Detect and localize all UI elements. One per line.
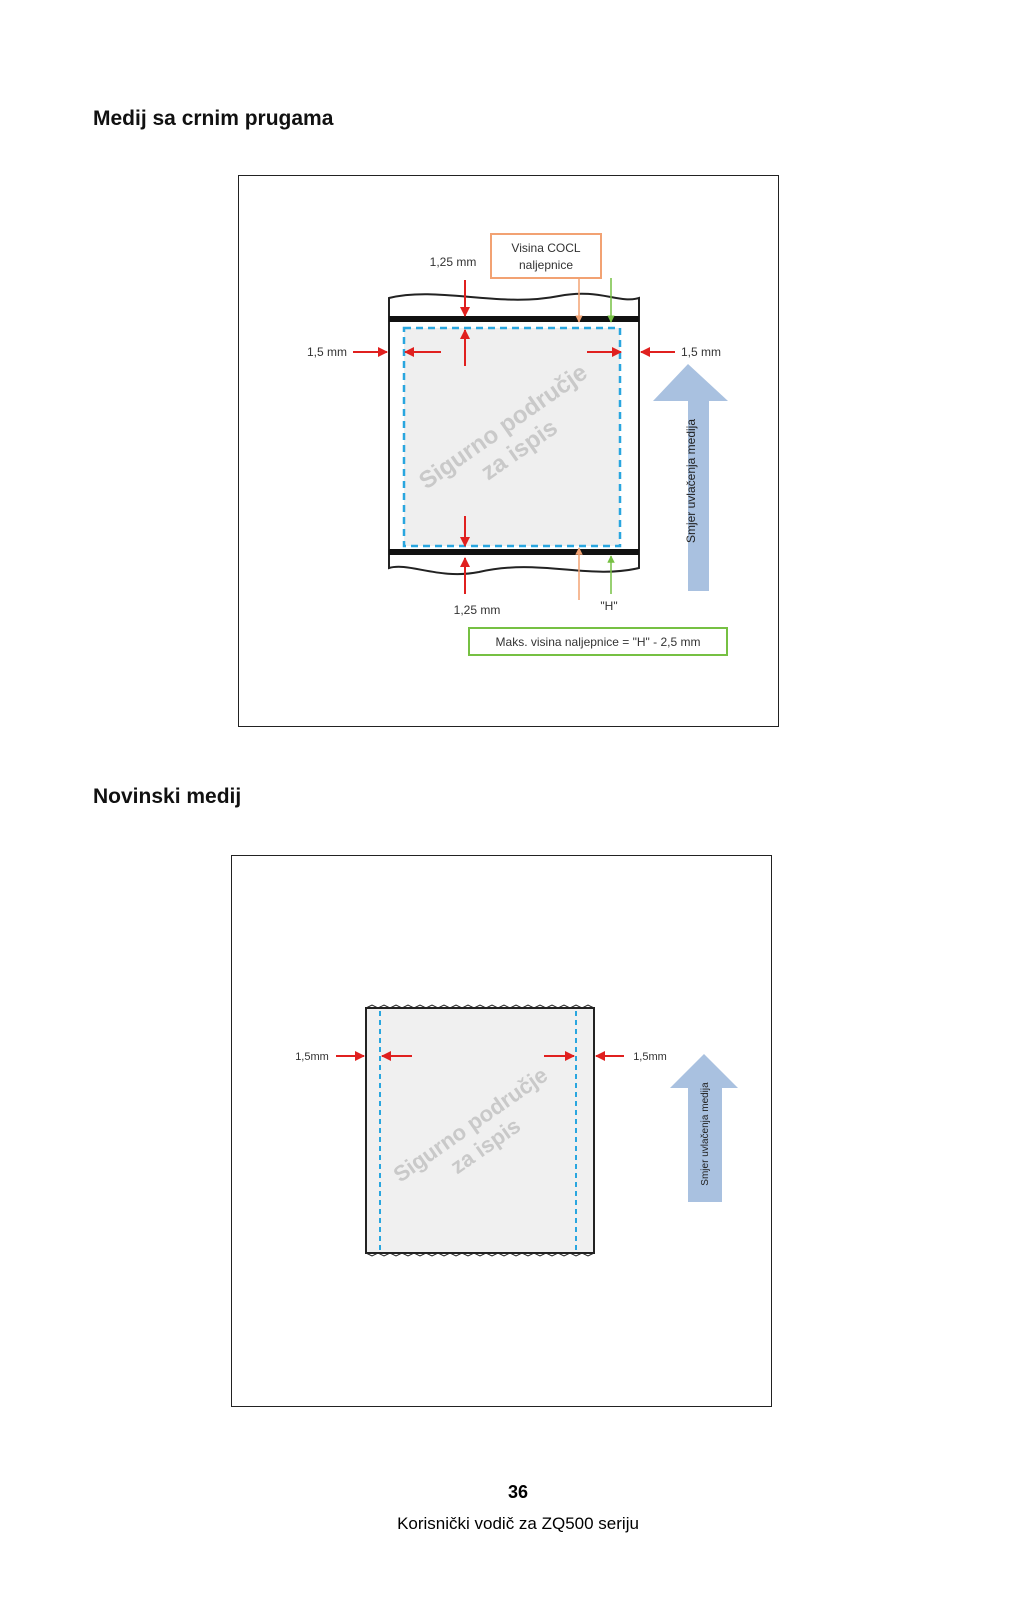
svg-text:Smjer uvlačenja medija: Smjer uvlačenja medija	[684, 419, 698, 543]
black-stripe-media-diagram: Sigurno područje za ispis 1,25 mm Visina…	[307, 233, 728, 656]
feed-direction-label: Smjer uvlačenja medija	[700, 1082, 711, 1186]
right-margin-label: 1,5 mm	[681, 345, 721, 359]
feed-direction-label: Smjer uvlačenja medija	[684, 419, 698, 543]
section-title-newsprint-media: Novinski medij	[93, 785, 242, 808]
right-margin-label: 1,5mm	[633, 1051, 667, 1063]
figure-newsprint-media: Sigurno područje za ispis 1,5mm 1,5mm Sm…	[231, 855, 772, 1407]
left-margin-label: 1,5 mm	[307, 345, 347, 359]
footer-title: Korisnički vodič za ZQ500 seriju	[397, 1514, 639, 1533]
paper-top-edge	[365, 1004, 595, 1009]
max-height-text: Maks. visina naljepnice = "H" - 2,5 mm	[496, 635, 701, 649]
page-number: 36	[507, 1482, 529, 1502]
h-label: "H"	[600, 599, 617, 613]
paper-bottom-edge	[365, 1252, 595, 1257]
section-title-black-stripe-media: Medij sa crnim prugama	[93, 107, 334, 130]
black-stripe-bottom	[389, 549, 639, 555]
safe-print-area-outline	[402, 326, 622, 548]
bottom-margin-label: 1,25 mm	[454, 603, 501, 617]
max-height-box	[468, 627, 728, 656]
newsprint-media-diagram: Sigurno područje za ispis 1,5mm 1,5mm Sm…	[295, 1004, 738, 1257]
top-margin-label: 1,25 mm	[430, 255, 477, 269]
black-stripe-top	[389, 316, 639, 322]
media-paper	[365, 1007, 595, 1254]
feed-direction-arrow	[653, 364, 728, 591]
cocl-label-line2: naljepnice	[519, 258, 573, 272]
cocl-label-box	[490, 233, 602, 279]
figure-black-stripe-media: Sigurno područje za ispis 1,25 mm Visina…	[238, 175, 779, 727]
feed-direction-arrow	[670, 1054, 738, 1202]
printable-area-fill	[404, 328, 620, 546]
cocl-label-line1: Visina COCL	[511, 241, 580, 255]
left-margin-label: 1,5mm	[295, 1051, 329, 1063]
svg-text:Smjer uvlačenja medija: Smjer uvlačenja medija	[700, 1082, 711, 1186]
